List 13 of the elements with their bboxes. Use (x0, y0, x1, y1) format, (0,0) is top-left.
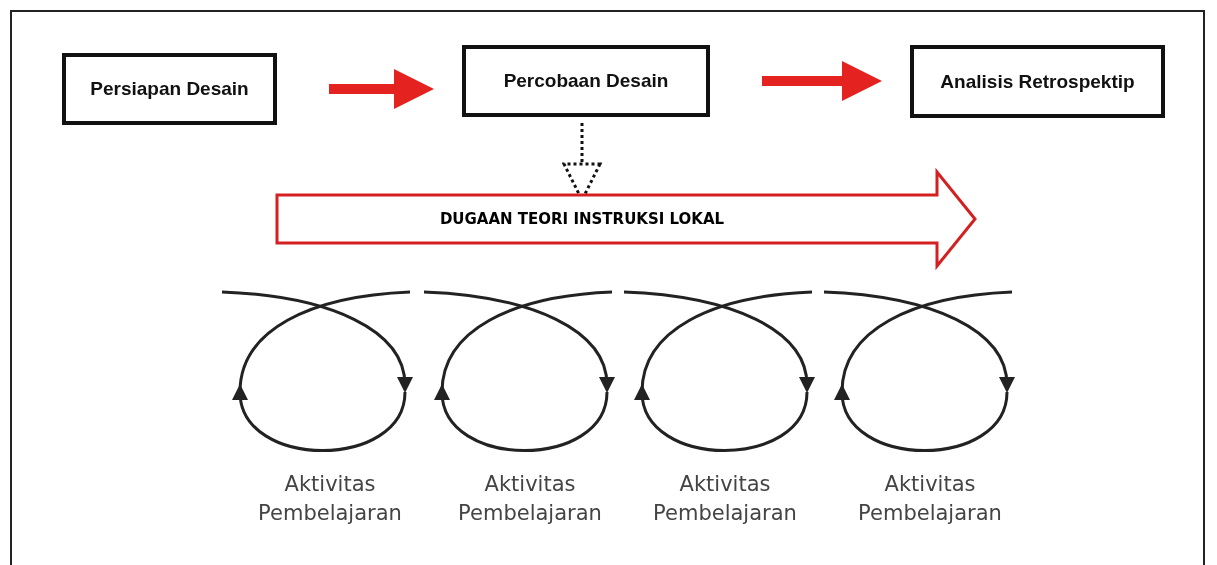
activity-label: Aktivitas Pembelajaran (240, 470, 420, 540)
arrow (762, 61, 882, 101)
arrow-label: DUGAAN TEORI INSTRUKSI LOKAL (439, 210, 725, 228)
box-label: Percobaan Desain (503, 70, 669, 92)
activity-label: Aktivitas Pembelajaran (440, 470, 620, 540)
process-box (462, 45, 710, 117)
box-label: Analisis Retrospektip (940, 70, 1135, 93)
activity-label: Aktivitas Pembelajaran (840, 470, 1020, 540)
box-label: Persiapan Desain (90, 78, 249, 100)
arrow (329, 69, 434, 109)
activity-label: Aktivitas Pembelajaran (635, 470, 815, 540)
process-box (62, 53, 277, 125)
process-box (910, 45, 1165, 118)
